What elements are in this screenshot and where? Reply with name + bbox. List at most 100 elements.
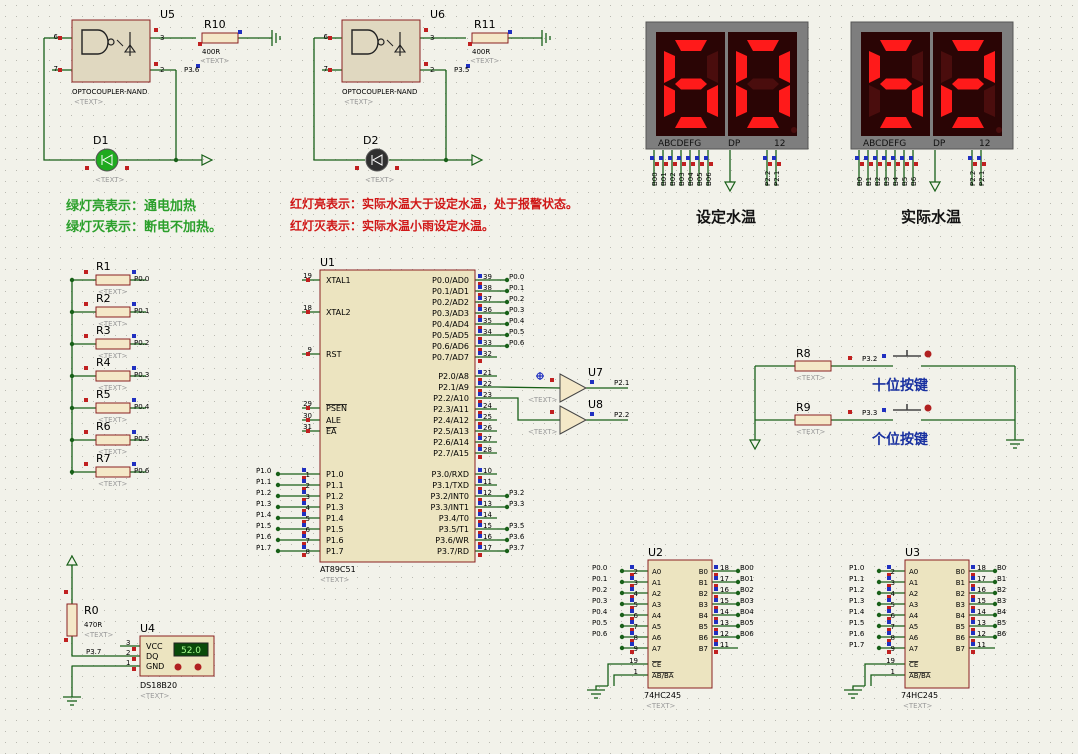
junction-dot bbox=[619, 612, 625, 618]
pin-marker bbox=[630, 598, 634, 602]
pin-number: 3 bbox=[126, 639, 130, 647]
pin-name: P0.5/AD5 bbox=[432, 331, 469, 340]
junction-dot bbox=[735, 634, 741, 640]
junction-dot bbox=[504, 343, 510, 349]
pin-number: 21 bbox=[483, 369, 492, 377]
pin-name: B0 bbox=[699, 568, 708, 576]
segment-d bbox=[675, 117, 707, 128]
net-label: P1.1 bbox=[849, 575, 864, 583]
display-caption: 设定水温 bbox=[696, 208, 756, 226]
pin-number: 17 bbox=[483, 544, 492, 552]
pin-number: 26 bbox=[483, 424, 492, 432]
junction-dot bbox=[876, 590, 882, 596]
pin-marker bbox=[478, 433, 482, 437]
sensor-reading: 52.0 bbox=[181, 646, 201, 656]
pin-name: A2 bbox=[652, 590, 661, 598]
pin-marker bbox=[887, 609, 891, 613]
junction-dot bbox=[992, 579, 998, 585]
terminal-arrow bbox=[201, 154, 214, 166]
pin-name: ALE bbox=[326, 416, 341, 425]
pullup-resistor-r0 bbox=[66, 603, 78, 637]
pin-name: P1.2 bbox=[326, 492, 344, 501]
transceiver-body bbox=[904, 559, 970, 689]
pin-marker bbox=[682, 162, 686, 166]
pin-name: P3.4/T0 bbox=[439, 514, 469, 523]
pin-marker bbox=[550, 378, 554, 382]
probe-crosshair-ring bbox=[536, 372, 544, 380]
component-ref: R3 bbox=[96, 324, 111, 337]
sensor-inc-button[interactable] bbox=[194, 663, 202, 671]
pin-name: B6 bbox=[956, 634, 966, 642]
pin-number: 38 bbox=[483, 284, 492, 292]
pin-marker bbox=[714, 573, 718, 577]
component-text: <TEXT> bbox=[528, 396, 558, 404]
component-ref: D2 bbox=[363, 134, 378, 147]
junction-dot bbox=[69, 277, 75, 283]
pin-marker bbox=[977, 156, 981, 160]
junction-dot bbox=[619, 634, 625, 640]
net-label: P1.0 bbox=[256, 467, 271, 475]
pin-number: 7 bbox=[324, 65, 328, 73]
pin-number: 32 bbox=[483, 350, 492, 358]
pin-marker bbox=[878, 162, 882, 166]
pin-name: P1.3 bbox=[326, 503, 344, 512]
pin-marker bbox=[590, 412, 594, 416]
component-text: <TEXT> bbox=[74, 98, 104, 106]
pin-marker bbox=[478, 468, 482, 472]
pin-marker bbox=[306, 406, 310, 410]
segment-g bbox=[747, 78, 779, 90]
junction-dot bbox=[69, 469, 75, 475]
component-text: <TEXT> bbox=[470, 57, 500, 65]
pin-name: A3 bbox=[909, 601, 918, 609]
pin-marker bbox=[714, 631, 718, 635]
pin-marker bbox=[914, 162, 918, 166]
net-label: B1 bbox=[997, 575, 1006, 583]
pin-name: P2.3/A11 bbox=[433, 405, 469, 414]
pin-marker bbox=[971, 573, 975, 577]
pullup-resistor bbox=[95, 434, 131, 446]
pin-name: P2.6/A14 bbox=[433, 438, 469, 447]
pin-number: 7 bbox=[54, 65, 58, 73]
net-label: P3.2 bbox=[509, 489, 524, 497]
pin-marker bbox=[777, 162, 781, 166]
net-label: P0.6 bbox=[134, 467, 150, 475]
net-label: P1.2 bbox=[256, 489, 271, 497]
pin-number: 35 bbox=[483, 317, 492, 325]
wire bbox=[613, 674, 622, 686]
net-label: P0.5 bbox=[134, 435, 149, 443]
pin-marker bbox=[891, 156, 895, 160]
junction-dot bbox=[876, 579, 882, 585]
pin-marker bbox=[971, 584, 975, 588]
net-label: P0.5 bbox=[509, 328, 524, 336]
component-ref: U6 bbox=[430, 8, 445, 21]
junction-dot bbox=[876, 634, 882, 640]
pin-name: AB/BA bbox=[909, 672, 931, 680]
segment-pin-labels: ABCDEFG bbox=[658, 139, 701, 149]
led-diode-symbol bbox=[101, 154, 113, 166]
display-pin-net: B00 bbox=[651, 172, 659, 186]
pin-marker bbox=[478, 282, 482, 286]
net-label: B01 bbox=[740, 575, 754, 583]
junction-dot bbox=[69, 437, 75, 443]
pin-marker bbox=[887, 639, 891, 643]
pin-marker bbox=[64, 590, 68, 594]
pin-marker bbox=[971, 606, 975, 610]
pin-name: P1.0 bbox=[326, 470, 344, 479]
pin-marker bbox=[478, 340, 482, 344]
pin-marker bbox=[478, 326, 482, 330]
pin-marker bbox=[478, 436, 482, 440]
pin-marker bbox=[478, 400, 482, 404]
pin-marker bbox=[630, 639, 634, 643]
pin-marker bbox=[132, 366, 136, 370]
opto-resistor bbox=[201, 32, 239, 44]
pin-marker bbox=[132, 657, 136, 661]
wire bbox=[71, 636, 140, 657]
sensor-dec-button[interactable] bbox=[174, 663, 182, 671]
pin-marker bbox=[478, 498, 482, 502]
pin-name: P1.1 bbox=[326, 481, 344, 490]
pin-number: 7 bbox=[306, 537, 310, 545]
wire bbox=[595, 685, 608, 690]
pin-marker bbox=[478, 509, 482, 513]
pin-marker bbox=[695, 156, 699, 160]
